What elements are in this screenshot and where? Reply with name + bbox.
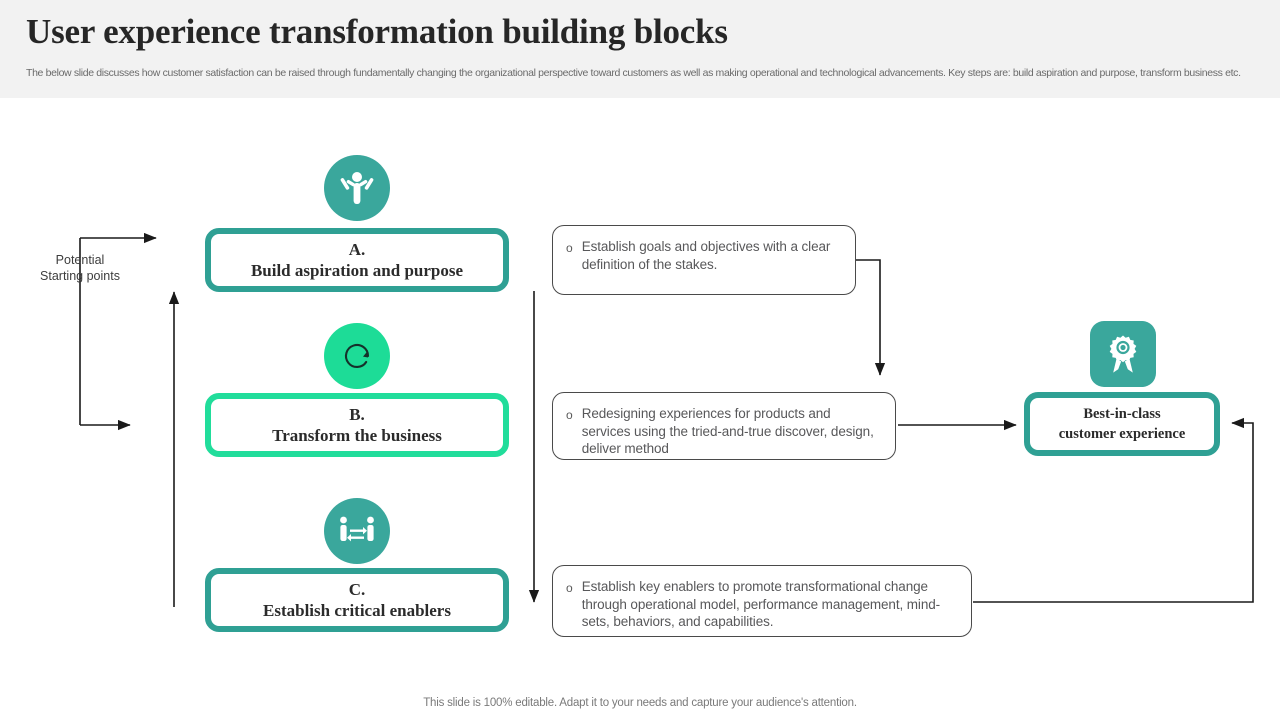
outcome-line1: Best-in-class bbox=[1083, 406, 1161, 422]
page-subtitle: The below slide discusses how customer s… bbox=[26, 67, 1241, 79]
step-c-label: C. Establish critical enablers bbox=[263, 579, 451, 621]
person-arms-raised-glyph bbox=[340, 172, 374, 204]
step-a-title: Build aspiration and purpose bbox=[250, 261, 464, 280]
page-title: User experience transformation building … bbox=[26, 12, 728, 51]
detail-1-bullet: o bbox=[566, 241, 573, 255]
outcome-card[interactable]: Best-in-class customer experience bbox=[1024, 392, 1220, 456]
step-card-a[interactable]: A. Build aspiration and purpose bbox=[205, 228, 509, 292]
detail-2-bullet: o bbox=[566, 408, 573, 422]
circular-refresh-arrow-glyph bbox=[344, 343, 370, 369]
person-arms-raised-icon bbox=[324, 155, 390, 221]
detail3-to-outcome-arrow bbox=[973, 417, 1254, 603]
step-c-letter: C. bbox=[348, 580, 366, 599]
detail-1-text: Establish goals and objectives with a cl… bbox=[581, 239, 831, 272]
step-card-c[interactable]: C. Establish critical enablers bbox=[205, 568, 509, 632]
step-a-letter: A. bbox=[348, 240, 366, 259]
award-ribbon-icon bbox=[1090, 321, 1156, 387]
start-label-line1: Potential bbox=[55, 253, 105, 267]
potential-starting-points-label: Potential Starting points bbox=[22, 252, 138, 284]
step-card-b[interactable]: B. Transform the business bbox=[205, 393, 509, 457]
two-people-exchange-glyph bbox=[340, 516, 374, 542]
step-b-title: Transform the business bbox=[272, 426, 442, 445]
footer-note: This slide is 100% editable. Adapt it to… bbox=[423, 697, 857, 709]
slide-header: User experience transformation building … bbox=[0, 0, 1280, 98]
award-ribbon-glyph bbox=[1109, 335, 1137, 373]
detail-3-text: Establish key enablers to promote transf… bbox=[581, 579, 941, 630]
outcome-line2: customer experience bbox=[1058, 426, 1186, 442]
detail-box-3[interactable]: o Establish key enablers to promote tran… bbox=[552, 565, 972, 637]
circular-refresh-arrow-icon bbox=[324, 323, 390, 389]
detail1-to-detail2-arrow bbox=[856, 259, 886, 376]
start-label-line2: Starting points bbox=[40, 269, 120, 283]
step-c-title: Establish critical enablers bbox=[263, 601, 451, 620]
detail-2-text: Redesigning experiences for products and… bbox=[581, 406, 874, 457]
two-people-exchange-icon bbox=[324, 498, 390, 564]
step-b-label: B. Transform the business bbox=[272, 404, 442, 446]
outcome-label: Best-in-class customer experience bbox=[1059, 404, 1186, 444]
step-a-label: A. Build aspiration and purpose bbox=[251, 239, 463, 281]
detail-box-2[interactable]: o Redesigning experiences for products a… bbox=[552, 392, 896, 460]
detail-3-bullet: o bbox=[566, 581, 573, 595]
step-b-letter: B. bbox=[349, 405, 365, 424]
detail-box-1[interactable]: o Establish goals and objectives with a … bbox=[552, 225, 856, 295]
